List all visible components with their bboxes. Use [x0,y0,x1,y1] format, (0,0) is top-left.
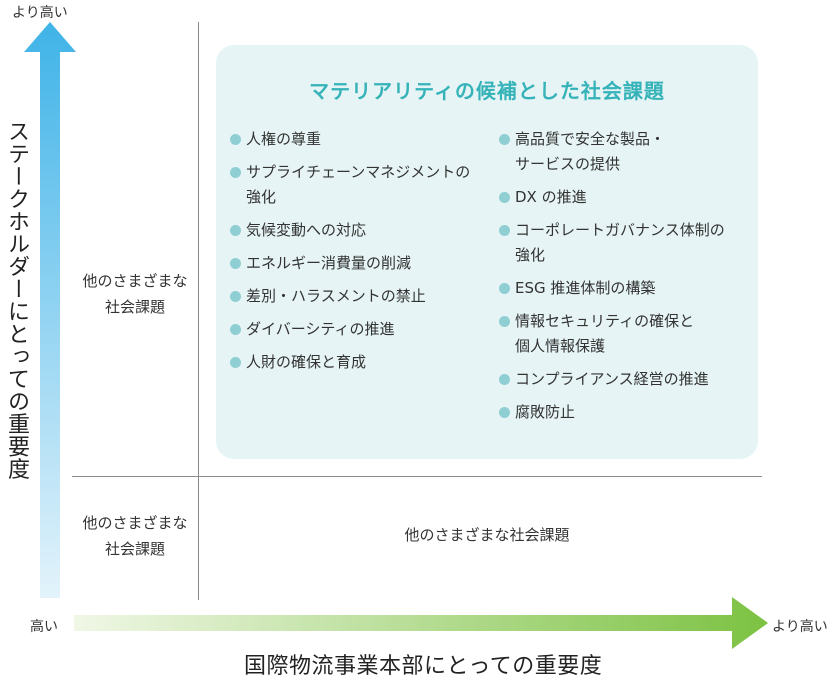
horizontal-divider [72,476,762,477]
bullet-icon [499,407,510,418]
bullet-icon [230,291,241,302]
bullet-icon [230,324,241,335]
list-item: エネルギー消費量の削減 [230,251,500,276]
quadrant-left-lower-label: 他のさまざまな 社会課題 [82,514,188,558]
list-item: コンプライアンス経営の推進 [499,367,749,392]
vertical-divider [198,22,199,600]
quadrant-left-upper-label: 他のさまざまな 社会課題 [82,272,188,316]
materiality-title: マテリアリティの候補とした社会課題 [309,79,665,103]
bullet-icon [499,316,510,327]
bullet-icon [499,134,510,145]
y-axis-title: ステークホルダーにとっての重要度 [4,120,29,480]
bullet-icon [499,283,510,294]
bullet-icon [230,225,241,236]
list-item: ESG 推進体制の構築 [499,276,749,301]
list-item: 高品質で安全な製品・ サービスの提供 [499,127,749,177]
list-item: 人権の尊重 [230,127,500,152]
x-axis-title: 国際物流事業本部にとっての重要度 [244,654,603,679]
bullet-icon [499,374,510,385]
x-axis-right-label: より高い [772,619,828,635]
list-item: サプライチェーンマネジメントの 強化 [230,160,500,210]
list-item: DX の推進 [499,185,749,210]
list-item: 人財の確保と育成 [230,350,500,375]
y-axis-arrow [24,22,76,598]
x-axis-left-label: 高い [30,619,58,635]
list-item: コーポレートガバナンス体制の 強化 [499,218,749,268]
materiality-panel: マテリアリティの候補とした社会課題 人権の尊重 サプライチェーンマネジメントの … [216,45,758,459]
bullet-icon [499,192,510,203]
list-item: ダイバーシティの推進 [230,317,500,342]
list-item: 気候変動への対応 [230,218,500,243]
bullet-icon [230,357,241,368]
bullet-icon [499,225,510,236]
bullet-icon [230,258,241,269]
list-item: 情報セキュリティの確保と 個人情報保護 [499,309,749,359]
list-item: 差別・ハラスメントの禁止 [230,284,500,309]
quadrant-bottom-right-label: 他のさまざまな社会課題 [404,526,570,544]
materiality-right-list: 高品質で安全な製品・ サービスの提供 DX の推進 コーポレートガバナンス体制の… [499,127,749,433]
bullet-icon [230,134,241,145]
list-item: 腐敗防止 [499,400,749,425]
materiality-left-list: 人権の尊重 サプライチェーンマネジメントの 強化 気候変動への対応 エネルギー消… [230,127,500,383]
y-axis-top-label: より高い [12,5,68,21]
x-axis-arrow [74,597,768,649]
bullet-icon [230,167,241,178]
